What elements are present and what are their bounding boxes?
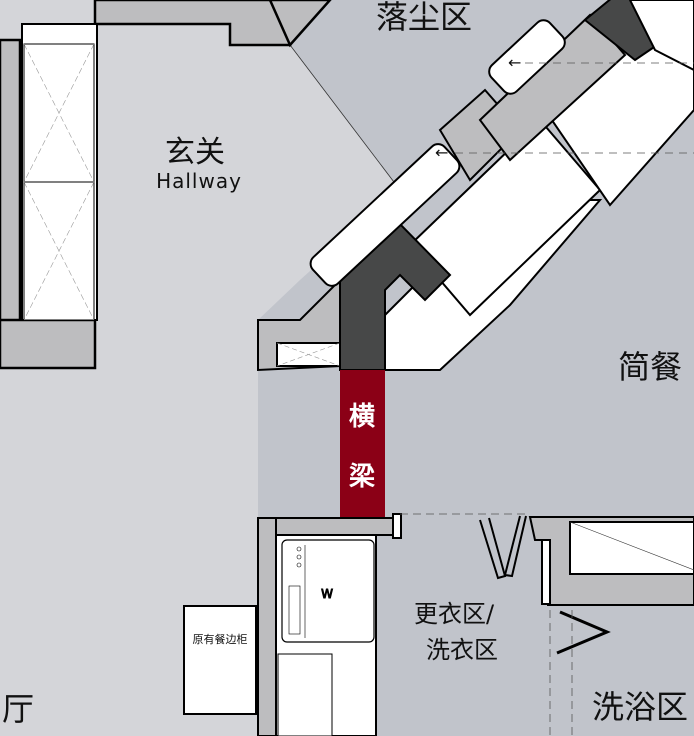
room-label-hallway: 玄关 <box>165 135 225 170</box>
room-label-living: 厅 <box>2 690 34 728</box>
svg-text:W: W <box>321 587 333 601</box>
diagonal-cabinets <box>257 0 694 372</box>
sideboard <box>183 605 257 715</box>
floor-boundary-line <box>289 44 401 191</box>
room-label-dining: 简餐 <box>618 348 682 386</box>
washing-machine-icon: W <box>275 534 377 736</box>
hallway-floor <box>0 0 400 736</box>
room-label-bath: 洗浴区 <box>592 688 688 726</box>
beam-label-2: 梁 <box>348 462 375 492</box>
laundry-walls <box>257 513 694 736</box>
room-label-hallway-en: Hallway <box>156 169 242 193</box>
room-label-laundry-1: 更衣区/ <box>414 600 495 628</box>
sliding-door <box>309 19 566 287</box>
sideboard-label: 原有餐边柜 <box>193 632 248 646</box>
arrow-left-icon: ← <box>508 53 521 72</box>
left-wardrobe <box>21 23 98 321</box>
room-label-laundry-2: 洗衣区 <box>426 636 498 664</box>
beam-label-1: 横 <box>349 402 375 432</box>
top-walls <box>0 0 332 370</box>
arrow-left-icon: ← <box>435 143 448 162</box>
room-label-dust-zone: 落尘区 <box>376 0 472 36</box>
beam <box>340 370 385 518</box>
